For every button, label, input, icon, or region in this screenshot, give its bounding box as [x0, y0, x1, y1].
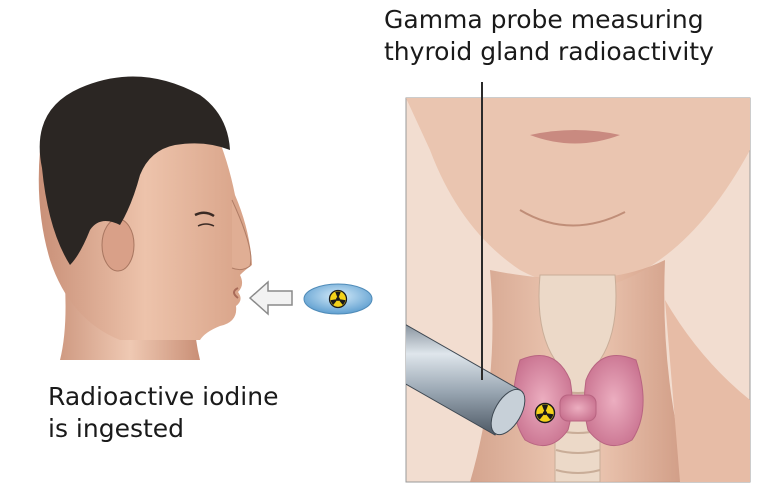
thyroid-panel: [355, 98, 750, 482]
left-arrow-icon: [250, 282, 292, 314]
probe-caption-line-1: Gamma probe measuring: [384, 4, 714, 36]
probe-caption-line-2: thyroid gland radioactivity: [384, 36, 714, 68]
iodine-caption-line-2: is ingested: [48, 413, 278, 445]
patient-head: [39, 77, 252, 360]
radioactive-pill: [304, 284, 372, 314]
iodine-caption: Radioactive iodine is ingested: [48, 381, 278, 445]
iodine-caption-line-1: Radioactive iodine: [48, 381, 278, 413]
probe-caption: Gamma probe measuring thyroid gland radi…: [384, 4, 714, 68]
